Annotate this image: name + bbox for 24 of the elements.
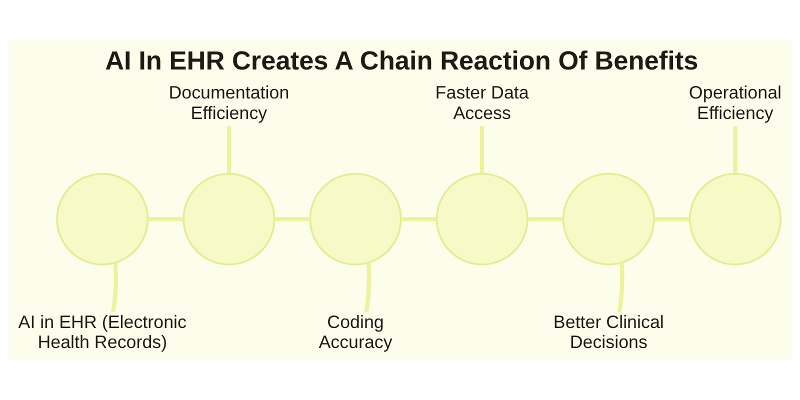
node-text: AI in EHR (Electronic Health Records) xyxy=(18,312,186,352)
connector xyxy=(148,217,184,222)
node-text: Faster Data Access xyxy=(435,82,529,123)
connector xyxy=(274,217,310,222)
node-circle xyxy=(309,172,402,266)
node-text: Documentation Efficiency xyxy=(168,82,290,123)
connector xyxy=(110,262,118,312)
connector xyxy=(733,126,738,174)
node-circle xyxy=(562,172,655,266)
connector xyxy=(617,262,624,312)
connector xyxy=(226,126,232,174)
connector xyxy=(528,217,564,222)
node-circle xyxy=(436,172,528,266)
connector xyxy=(364,262,372,312)
connector xyxy=(654,217,690,222)
connector xyxy=(401,217,436,222)
node-circle xyxy=(688,172,782,266)
node-circle xyxy=(182,172,276,266)
node-circle xyxy=(56,172,149,266)
connector xyxy=(480,126,484,174)
node-text: Operational Efficiency xyxy=(688,82,782,123)
diagram-title: AI In EHR Creates A Chain Reaction Of Benefits xyxy=(105,45,698,76)
node-text: Better Clinical Decisions xyxy=(553,312,664,352)
node-text: Coding Accuracy xyxy=(318,312,392,352)
